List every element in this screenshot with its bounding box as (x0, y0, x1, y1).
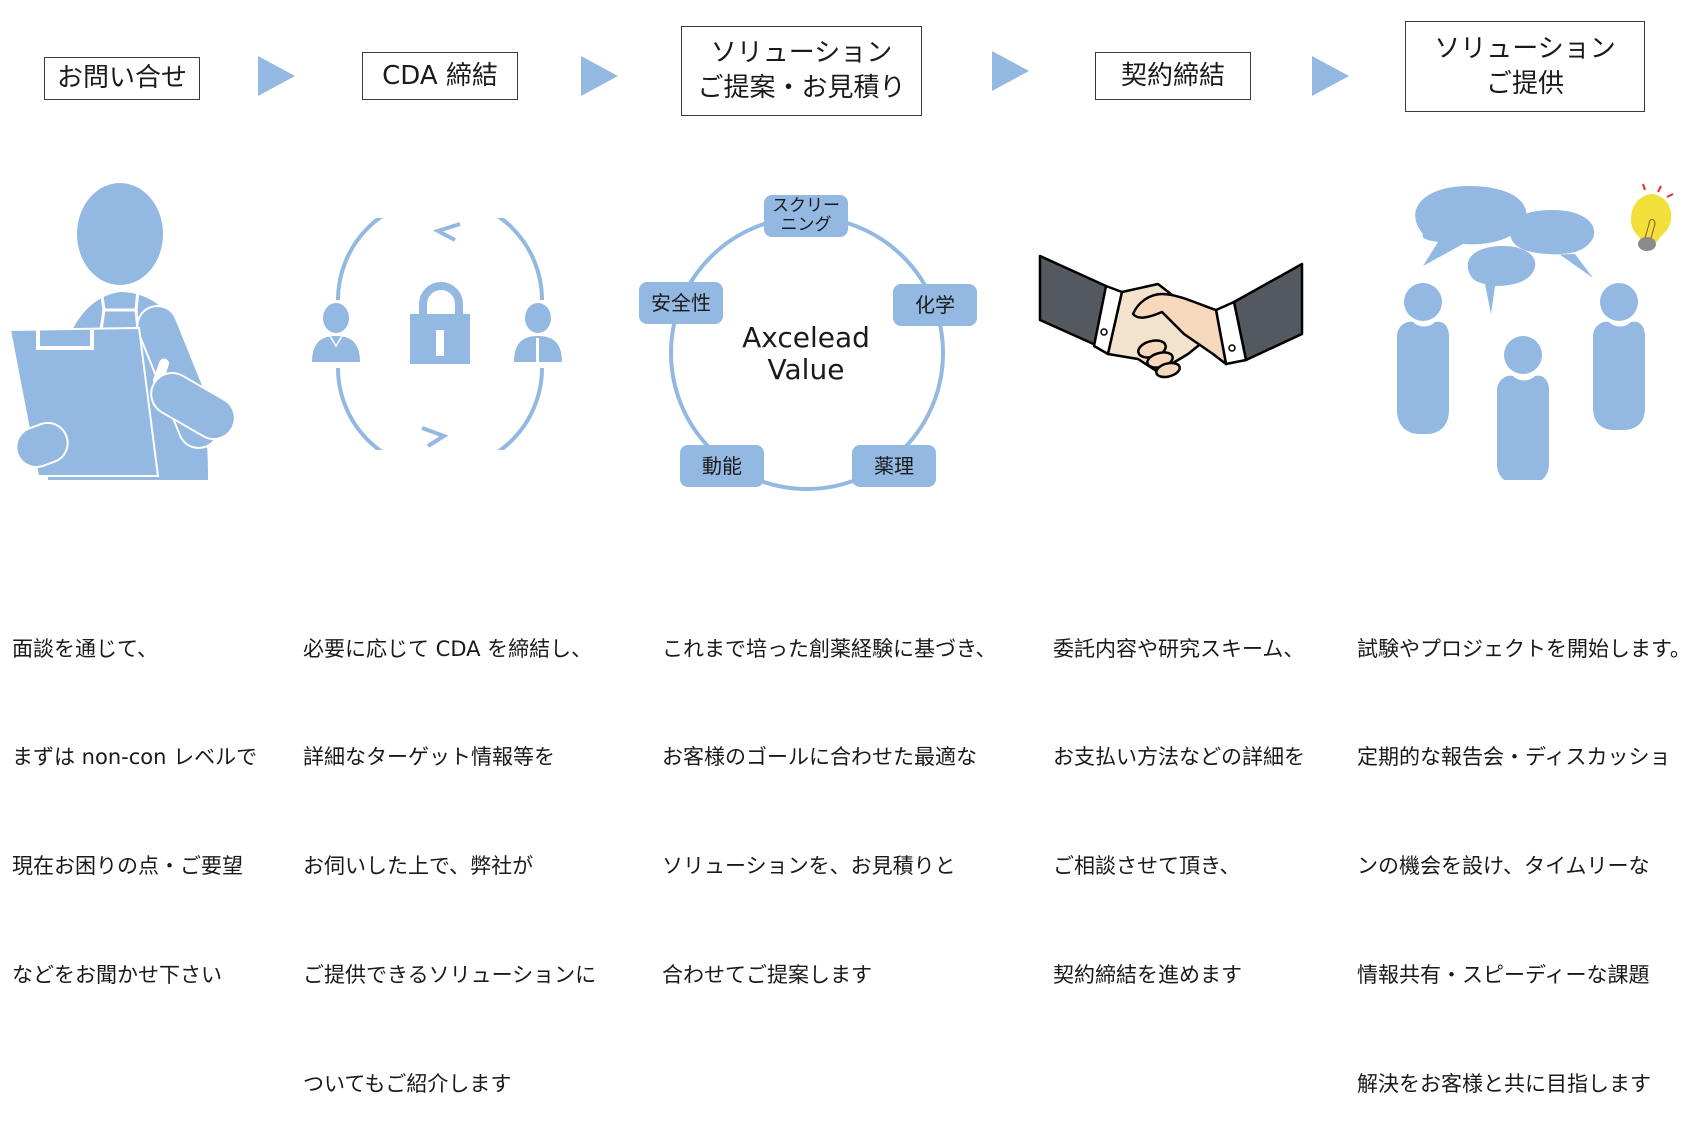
description-line: 解決をお客様と共に目指します (1357, 1072, 1651, 1097)
right-hand (1131, 292, 1228, 366)
step-5-box: ソリューション ご提供 (1405, 21, 1645, 112)
handshake-icon (1038, 254, 1304, 379)
step-1-description: 面談を通じて、 まずは non-con レベルで 現在お困りの点・ご要望 などを… (12, 558, 257, 1030)
description-line: 定期的な報告会・ディスカッショ (1357, 745, 1671, 770)
description-line: 合わせてご提案します (662, 963, 872, 988)
value-center-label: Axcelead Value (742, 321, 870, 386)
description-line: お伺いした上で、弊社が (303, 854, 534, 879)
right-person-icon (514, 303, 562, 362)
left-person-icon (312, 303, 360, 362)
step-5-description: 試験やプロジェクトを開始します。 定期的な報告会・ディスカッショ ンの機会を設け… (1357, 558, 1691, 1139)
step-2-description: 必要に応じて CDA を締結し、 詳細なターゲット情報等を お伺いした上で、弊社… (303, 558, 596, 1139)
description-line: ソリューションを、お見積りと (662, 854, 956, 879)
flow-arrow-icon (1312, 56, 1349, 96)
person-left-head (1404, 283, 1442, 321)
description-line: 面談を通じて、 (12, 636, 158, 661)
person-center-body (1497, 375, 1549, 480)
person-left-hand (15, 421, 69, 469)
description-line: お支払い方法などの詳細を (1053, 745, 1305, 770)
arrowhead-top (432, 222, 461, 242)
speech-bubble-middle (1467, 246, 1536, 314)
person-with-clipboard-icon (8, 183, 236, 480)
description-line: 契約締結を進めます (1053, 963, 1242, 988)
person-head (77, 183, 163, 285)
description-line: 詳細なターゲット情報等を (303, 745, 555, 770)
person-right-head (1600, 283, 1638, 321)
person-left-body (1397, 321, 1449, 434)
confidentiality-cycle-icon (312, 218, 562, 450)
description-line: ついてもご紹介します (303, 1072, 512, 1097)
person-center-head (1504, 336, 1542, 374)
lock-icon (410, 282, 470, 364)
arrowhead-bottom (421, 426, 449, 448)
team-discussion-icon (1397, 183, 1674, 480)
step-1-box: お問い合せ (44, 57, 200, 100)
value-node-dmpk: 動能 (680, 445, 764, 487)
description-line: 委託内容や研究スキーム、 (1053, 636, 1305, 661)
step-3-box: ソリューション ご提案・お見積り (681, 26, 922, 116)
person-right-body (1593, 321, 1645, 430)
description-line: 試験やプロジェクトを開始します。 (1357, 636, 1691, 661)
description-line: ご提供できるソリューションに (303, 963, 597, 988)
description-line: 必要に応じて CDA を締結し、 (303, 636, 593, 661)
step-4-box: 契約締結 (1095, 52, 1251, 100)
description-line: などをお聞かせ下さい (12, 963, 222, 988)
value-node-screening: スクリー ニング (764, 195, 848, 237)
speech-bubble-right (1509, 210, 1595, 278)
description-line: お客様のゴールに合わせた最適な (662, 745, 977, 770)
cycle-arc-top (336, 218, 544, 301)
step-2-box: CDA 締結 (362, 52, 518, 100)
step-3-description: これまで培った創薬経験に基づき、 お客様のゴールに合わせた最適な ソリューション… (662, 558, 997, 1030)
description-line: これまで培った創薬経験に基づき、 (662, 636, 997, 661)
person-forearm (150, 372, 236, 440)
value-node-chemistry: 化学 (893, 284, 977, 326)
speech-bubble-large (1415, 186, 1527, 266)
value-node-pharmacology: 薬理 (852, 445, 936, 487)
description-line: まずは non-con レベルで (12, 745, 258, 770)
step-4-description: 委託内容や研究スキーム、 お支払い方法などの詳細を ご相談させて頂き、 契約締結… (1053, 558, 1305, 1030)
flow-arrow-icon (258, 56, 295, 96)
flow-arrow-icon (992, 51, 1029, 91)
cycle-arc-bottom (336, 367, 544, 450)
description-line: 情報共有・スピーディーな課題 (1357, 963, 1650, 988)
light-bulb-icon (1631, 183, 1674, 251)
description-line: ンの機会を設け、タイムリーな (1357, 854, 1650, 879)
flow-arrow-icon (581, 56, 618, 96)
description-line: 現在お困りの点・ご要望 (12, 854, 243, 879)
value-node-safety: 安全性 (639, 282, 723, 324)
description-line: ご相談させて頂き、 (1053, 854, 1241, 879)
